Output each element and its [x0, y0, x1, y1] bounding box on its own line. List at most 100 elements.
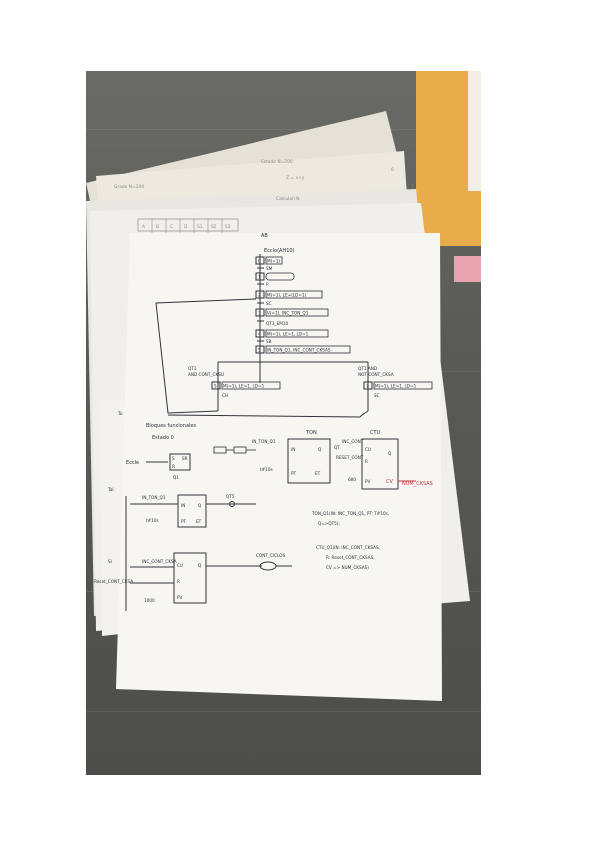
- step-box-1: [255, 272, 265, 281]
- ton2-pt: PT: [181, 519, 187, 524]
- ctu-cv: CV: [386, 479, 393, 485]
- sr-out: Q1: [173, 475, 179, 480]
- transition-2: SC: [266, 301, 272, 306]
- ctu-q: Q: [388, 451, 392, 456]
- ctu2-r: R: [177, 579, 180, 584]
- functional-blocks: Bloques funcionales Estado 0 Eccle S R S…: [94, 423, 433, 611]
- left-scrap-text-3: Si: [108, 559, 112, 564]
- sr-reset: R: [172, 464, 175, 469]
- white-card: [468, 71, 481, 191]
- ctu-pv: PV: [365, 479, 371, 484]
- step-box-0: [255, 256, 265, 265]
- action-box-4: [265, 329, 329, 338]
- ton2-q: Q: [198, 503, 202, 508]
- table-h-s2: S2: [211, 224, 217, 230]
- photo-of-notes: Estado N=200 Grado N=200 Z = x+y Calcula…: [86, 71, 481, 775]
- paper-stack: Estado N=200 Grado N=200 Z = x+y Calcula…: [86, 71, 481, 701]
- ton2-in-var: IN_TON_Q1: [142, 495, 166, 500]
- top-sheet: [116, 233, 442, 701]
- ton2-in: IN: [181, 503, 185, 508]
- start-label: Ecclo(AH10): [264, 248, 295, 254]
- action-3: V(=1), INC_TON_Q1: [267, 311, 309, 316]
- fb-start-label: Eccle: [126, 460, 139, 466]
- table-h-b: B: [156, 224, 159, 230]
- action-box-0: [265, 256, 283, 265]
- pink-paper: [454, 256, 481, 282]
- action-4: M(=1), LE=1, LD=1: [267, 332, 309, 337]
- ton2-block: [177, 494, 207, 528]
- action-box-5: [265, 345, 351, 354]
- back-page-7: 7: [411, 184, 414, 190]
- step-num-3: 3: [258, 311, 261, 316]
- left-scrap-text-1: To: [117, 411, 123, 416]
- branch-right-action-text: M(=1), LE=1, LD=1: [375, 384, 417, 389]
- branch-left-cond-1: QT1: [188, 366, 197, 371]
- ton2-et: ET: [196, 519, 202, 524]
- action-2: M(=1), LE+(LD=1): [267, 293, 307, 298]
- ton-block: [287, 438, 331, 484]
- ctu2-pv-val: 1000: [144, 598, 155, 603]
- step-num-0: 0: [258, 259, 261, 264]
- branch-left-step-num: 5: [214, 384, 217, 389]
- ctu-inc-var: INC_CONT: [342, 439, 364, 444]
- back-formula: Z = x+y: [286, 175, 305, 181]
- step-num-1: 1: [258, 275, 261, 280]
- table-h-s3: S3: [225, 224, 231, 230]
- ton-q: Q: [318, 447, 322, 452]
- ton-title: TON: [305, 430, 317, 436]
- ctu2-reset-var: Reset_CONT_CKSA: [94, 579, 133, 584]
- action-5: IN_TON_Q1, INC_CONT_CKSAS: [267, 348, 331, 353]
- ctu2-pv: PV: [177, 595, 183, 600]
- ctu-reset-var: RESET_CONT: [336, 455, 364, 460]
- note-ctu-call-3: CV => NUM_CKSAS): [326, 565, 369, 570]
- branch-left-action-text: M(=1), LE=1, LD=1: [223, 384, 265, 389]
- ctu2-coil-label: CONT_CICLOS: [256, 553, 286, 558]
- ctu2-block: [173, 552, 207, 604]
- transition-4: SB: [266, 339, 272, 344]
- ton-in: IN: [291, 447, 295, 452]
- ton-in-var: IN_TON_Q1: [252, 439, 276, 444]
- ctu2-cu: CU: [177, 563, 183, 568]
- ctu2-inc-var: INC_CONT_CKSA: [142, 559, 177, 564]
- step-box-2: [255, 290, 265, 299]
- step-num-5: 5: [258, 348, 261, 353]
- transition-3: QT3_EM10: [266, 321, 289, 326]
- note-ton-call-2: Q=>QT5);: [318, 521, 340, 526]
- step-num-2: 2: [258, 293, 261, 298]
- back-header-1: Estado N=200: [261, 159, 293, 165]
- sr-label: SR: [182, 456, 188, 461]
- ton-out-var: QT: [334, 445, 340, 450]
- fb-title: Bloques funcionales: [146, 423, 196, 429]
- table-h-c: C: [170, 224, 173, 230]
- ctu-cu: CU: [365, 447, 371, 452]
- grafcet: AB Ecclo(AH10) 0 M(=1) SM 1 P 2 M(=1), L…: [155, 233, 433, 418]
- step-box-3: [255, 308, 265, 317]
- back-page-6: 6: [391, 167, 394, 173]
- note-ton-call: TON_Q1(IN: INC_TON_Q1, PT: T#10s,: [311, 511, 389, 516]
- left-scrap-text-2: Tal: [107, 487, 114, 492]
- table-h-d: D: [184, 224, 188, 230]
- ton-et: ET: [315, 471, 321, 476]
- ctu-cv-var: NUM_CKSAS: [402, 481, 433, 487]
- note-ctu-call-2: R: Reset_CONT_CKSAS,: [326, 555, 375, 560]
- back-header-2: Grado N=200: [114, 184, 144, 190]
- branch-left-action: [221, 381, 281, 390]
- ctu-r: R: [365, 459, 368, 464]
- ctu-title: CTU: [370, 430, 381, 436]
- sr-set: S: [172, 456, 175, 461]
- branch-right-cond-1: QT1 AND: [358, 366, 377, 371]
- ton2-pt-val: t#10s: [146, 518, 159, 523]
- ctu2-q: Q: [198, 563, 202, 568]
- step-box-5: [255, 345, 265, 354]
- table-h-a: A: [142, 224, 145, 230]
- step-box-4: [255, 329, 265, 338]
- back-calc: Calculan N: [276, 196, 300, 202]
- branch-right-step-num: 7: [366, 384, 369, 389]
- ton-pt: PT: [291, 471, 297, 476]
- sr-block: [169, 453, 191, 471]
- branch-right-out: SC: [374, 393, 380, 398]
- sheet-title: AB: [261, 233, 268, 239]
- branch-left-step: [211, 381, 221, 390]
- ctu-pv-val: 680: [348, 477, 356, 482]
- ton-pt-val: t#10s: [260, 467, 273, 472]
